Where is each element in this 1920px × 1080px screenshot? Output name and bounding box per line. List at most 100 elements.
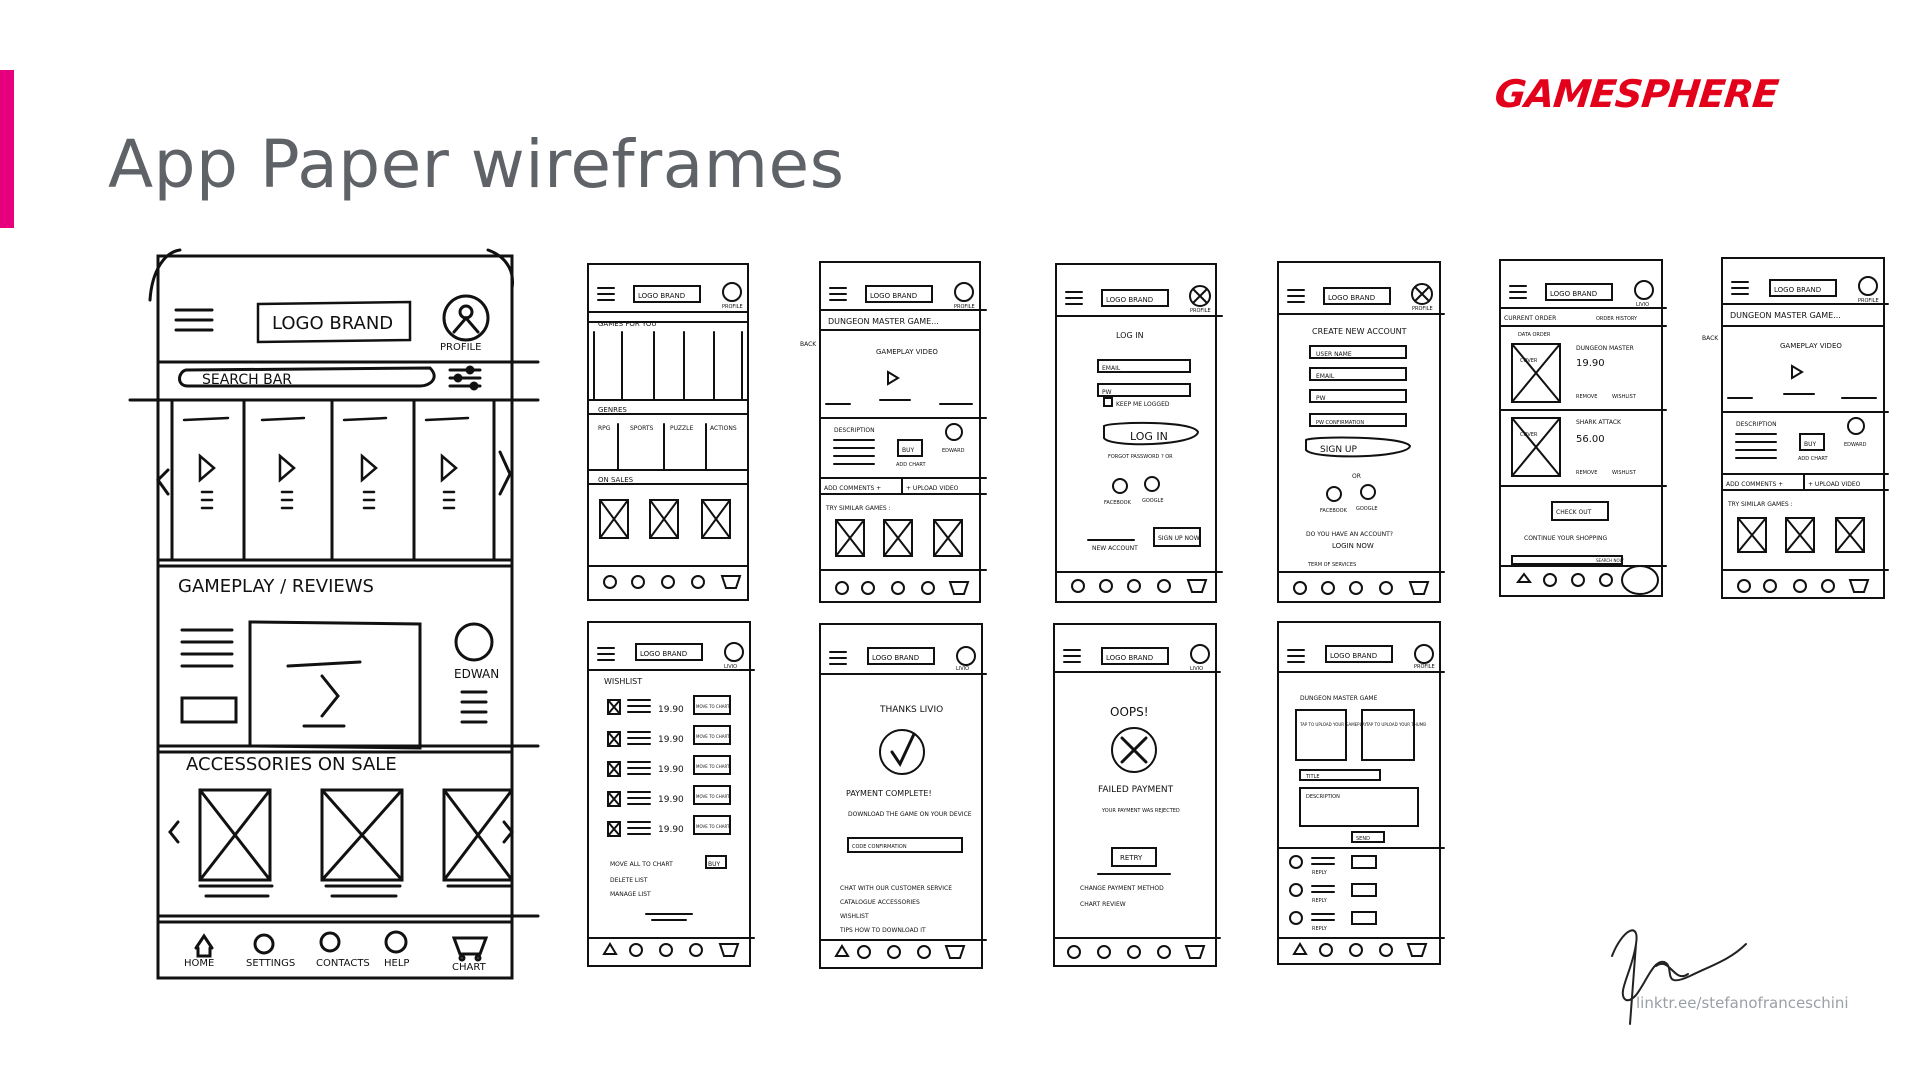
review-reply-2: REPLY xyxy=(1312,898,1328,904)
game-profile-text: PROFILE xyxy=(954,304,975,310)
game2-comments-text: ADD COMMENTS + xyxy=(1726,481,1783,488)
game-similar-text: TRY SIMILAR GAMES : xyxy=(825,505,891,512)
login-facebook-text: FACEBOOK xyxy=(1104,500,1132,506)
home-genre-puzzle: PUZZLE xyxy=(670,425,693,432)
game-addchart-text: ADD CHART xyxy=(896,462,926,468)
cart-item1-remove: REMOVE xyxy=(1576,394,1597,400)
game-back-text: BACK xyxy=(800,341,817,348)
success-link-wishlist: WISHLIST xyxy=(840,913,869,920)
review-title-text: DUNGEON MASTER GAME xyxy=(1300,695,1378,702)
home-genre-actions: ACTIONS xyxy=(710,425,737,432)
cart-screen-wireframe xyxy=(1499,259,1667,597)
failed-link-change: CHANGE PAYMENT METHOD xyxy=(1080,885,1164,892)
cart-order-history: ORDER HISTORY xyxy=(1596,316,1638,322)
success-link-chat: CHAT WITH OUR CUSTOMER SERVICE xyxy=(840,885,952,892)
success-complete-text: PAYMENT COMPLETE! xyxy=(846,789,932,798)
game2-back-text: BACK xyxy=(1702,335,1719,342)
review-reply-1: REPLY xyxy=(1312,870,1328,876)
cart-checkout-text: CHECK OUT xyxy=(1556,509,1592,516)
success-thanks-text: THANKS LIVIO xyxy=(879,705,943,715)
signup-google-text: GOOGLE xyxy=(1356,506,1378,512)
cart-item2-wishlist: WISHLIST xyxy=(1612,470,1637,476)
failed-rejected-text: YOUR PAYMENT WAS REJECTED xyxy=(1101,808,1180,814)
game2-description-text: DESCRIPTION xyxy=(1736,421,1777,428)
signature xyxy=(1611,929,1747,1025)
profile-icon xyxy=(442,294,490,342)
cart-continue-text: CONTINUE YOUR SHOPPING xyxy=(1524,535,1607,542)
game-video-text: GAMEPLAY VIDEO xyxy=(876,348,938,356)
home-screen-wireframe xyxy=(587,263,749,601)
wishlist-price-5: 19.90 xyxy=(658,825,684,835)
signup-logo-text: LOGO BRAND xyxy=(1328,294,1375,302)
login-forgot-text: FORGOT PASSWORD ? OR xyxy=(1108,454,1173,460)
login-profile-text: PROFILE xyxy=(1190,308,1211,314)
wishlist-price-3: 19.90 xyxy=(658,765,684,775)
game2-title-text: DUNGEON MASTER GAME... xyxy=(1730,311,1841,320)
login-google-text: GOOGLE xyxy=(1142,498,1164,504)
wishlist-delete-text: DELETE LIST xyxy=(610,877,648,884)
game-description-text: DESCRIPTION xyxy=(834,427,875,434)
wishlist-buy-text: BUY xyxy=(708,861,721,868)
portfolio-link[interactable]: linktr.ee/stefanofranceschini xyxy=(1636,994,1849,1012)
big-accessories-title: ACCESSORIES ON SALE xyxy=(186,754,397,775)
big-user-text: EDWAN xyxy=(454,667,499,681)
nav-chart-label: CHART xyxy=(452,962,487,973)
review-reply-3: REPLY xyxy=(1312,926,1328,932)
game-upload-text: + UPLOAD VIDEO xyxy=(906,485,959,492)
login-newaccount-text: NEW ACCOUNT xyxy=(1092,545,1138,552)
game2-similar-text: TRY SIMILAR GAMES : xyxy=(1727,501,1793,508)
cart-current-order: CURRENT ORDER xyxy=(1504,315,1556,322)
signup-loginnow-text: LOGIN NOW xyxy=(1332,542,1374,550)
cart-cover-2: COVER xyxy=(1520,432,1538,438)
success-link-catalogue: CATALOGUE ACCESSORIES xyxy=(840,899,920,906)
wishlist-move-2: MOVE TO CHART xyxy=(696,734,730,739)
signup-screen-wireframe xyxy=(1277,261,1445,603)
review-profile-text: PROFILE xyxy=(1414,664,1435,670)
cart-item1-wishlist: WISHLIST xyxy=(1612,394,1637,400)
big-phone-wireframe xyxy=(128,248,540,980)
cart-icon xyxy=(451,936,489,962)
nav-home-label: HOME xyxy=(184,958,214,969)
big-logo-text: LOGO BRAND xyxy=(272,313,393,334)
game2-profile-text: PROFILE xyxy=(1858,298,1879,304)
signup-user-label: USER NAME xyxy=(1316,351,1352,358)
review-send-text: SEND xyxy=(1356,836,1370,842)
review-screen-wireframe xyxy=(1277,621,1445,965)
wishlist-heading: WISHLIST xyxy=(604,677,642,686)
cart-item1-price: 19.90 xyxy=(1576,358,1605,369)
home-genres-title: GENRES xyxy=(598,406,627,414)
signup-or-text: OR xyxy=(1352,473,1361,480)
cart-search-text: SEARCH NOW xyxy=(1596,558,1624,563)
failed-link-review: CHART REVIEW xyxy=(1080,901,1126,908)
game-logo-text: LOGO BRAND xyxy=(870,292,917,300)
signup-pw-label: PW xyxy=(1316,395,1326,402)
home-genre-sports: SPORTS xyxy=(630,425,654,432)
cart-logo-text: LOGO BRAND xyxy=(1550,290,1597,298)
cart-item1-name: DUNGEON MASTER xyxy=(1576,345,1634,352)
cart-item2-name: SHARK ATTACK xyxy=(1576,419,1622,426)
wishlist-price-4: 19.90 xyxy=(658,795,684,805)
review-tap1-text: TAP TO UPLOAD YOUR GAMEPLAY xyxy=(1299,722,1367,727)
failed-screen-wireframe xyxy=(1053,623,1221,967)
failed-profile-text: LIVIO xyxy=(1190,666,1203,672)
home-games-title: GAMES FOR YOU xyxy=(598,320,657,328)
signup-terms-text: TERM OF SERVICES xyxy=(1307,562,1356,568)
menu-icon xyxy=(174,308,214,332)
success-code-text: CODE CONFIRMATION xyxy=(852,844,907,850)
game2-user-text: EDWARD xyxy=(1844,442,1867,448)
login-screen-wireframe xyxy=(1055,263,1223,603)
cart-data-order: DATA ORDER xyxy=(1518,332,1551,338)
signup-email-label: EMAIL xyxy=(1316,373,1335,380)
success-logo-text: LOGO BRAND xyxy=(872,654,919,662)
game2-addchart-text: ADD CHART xyxy=(1798,456,1828,462)
wishlist-screen-wireframe xyxy=(587,621,755,967)
filter-icon xyxy=(448,365,482,391)
game2-upload-text: + UPLOAD VIDEO xyxy=(1808,481,1861,488)
success-screen-wireframe xyxy=(819,623,987,969)
page-title: App Paper wireframes xyxy=(108,126,845,203)
accent-bar xyxy=(0,70,14,228)
game-user-text: EDWARD xyxy=(942,448,965,454)
cart-item2-remove: REMOVE xyxy=(1576,470,1597,476)
nav-settings-label: SETTINGS xyxy=(246,958,295,969)
failed-logo-text: LOGO BRAND xyxy=(1106,654,1153,662)
